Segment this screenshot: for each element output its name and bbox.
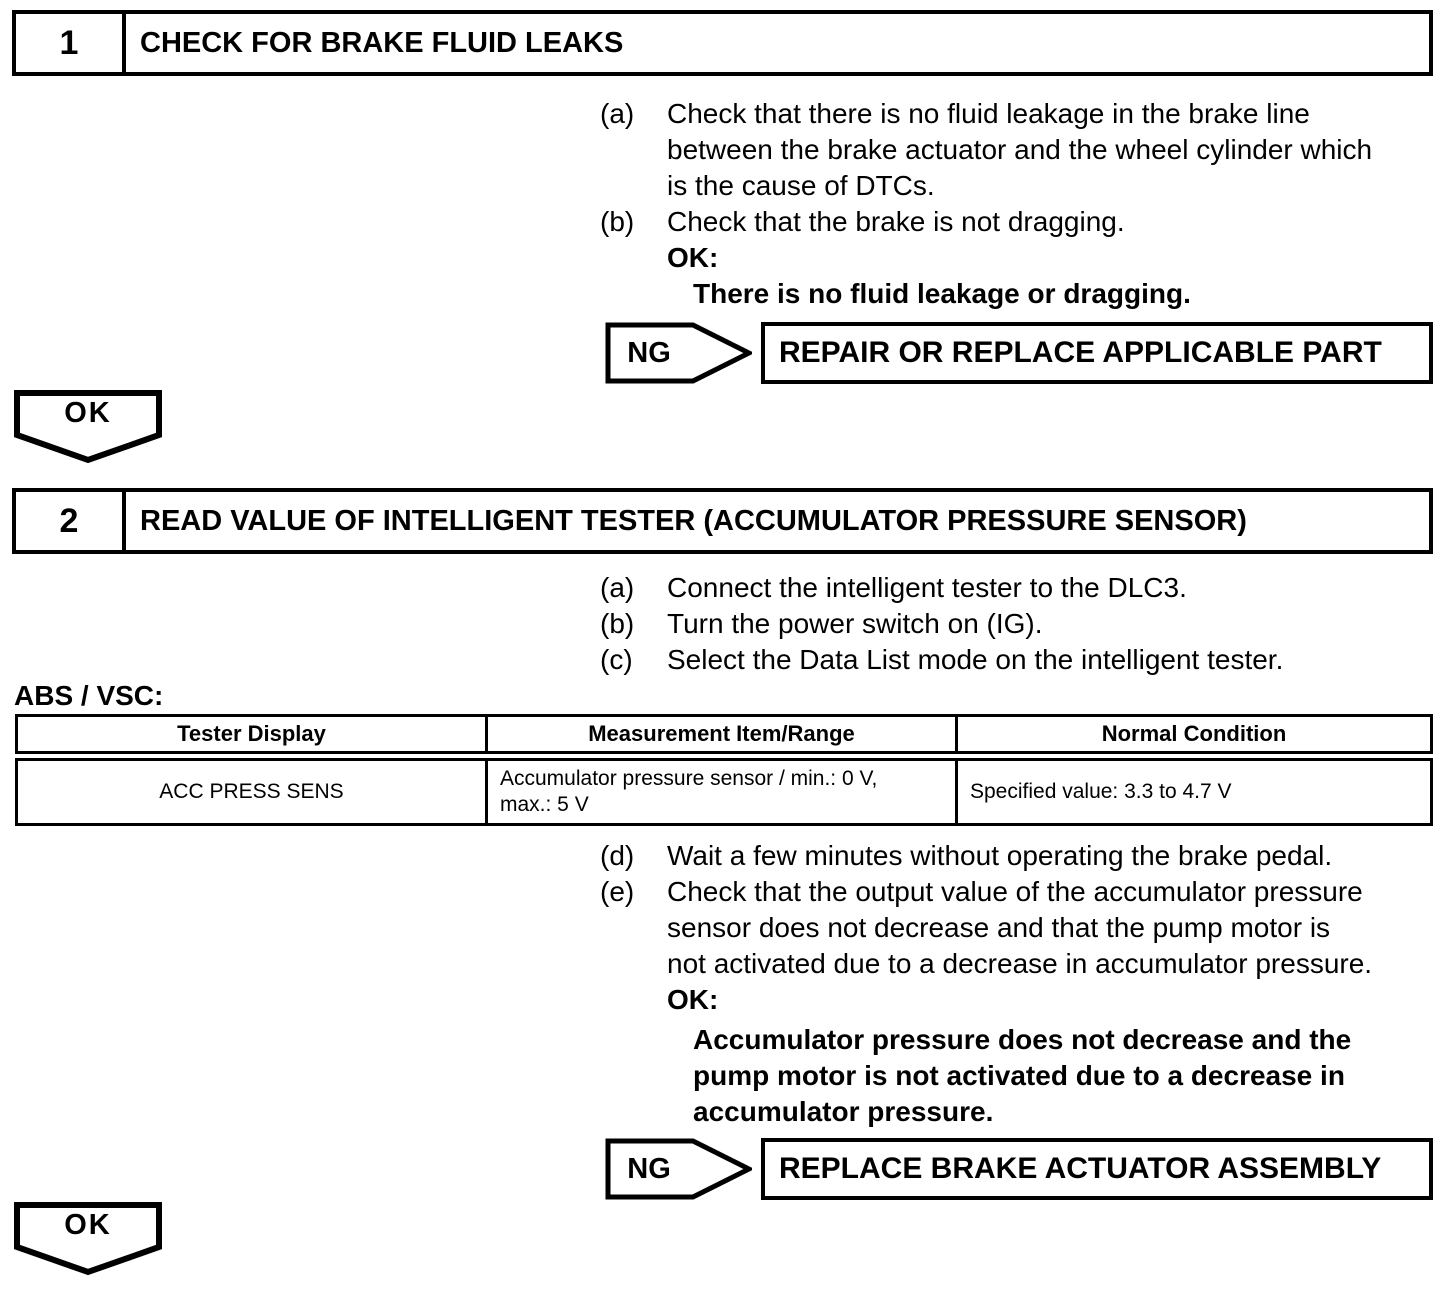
ng-arrow-label: NG: [627, 336, 671, 369]
item-marker: (a): [600, 98, 635, 129]
step1-ng-branch: NG REPAIR OR REPLACE APPLICABLE PART: [605, 322, 1433, 384]
ok-arrow-label: OK: [64, 1208, 112, 1241]
cell-tester-display: ACC PRESS SENS: [15, 754, 488, 826]
ng-pentagon-icon: [605, 322, 752, 384]
step2-number: 2: [16, 492, 126, 550]
ng-action-box: REPLACE BRAKE ACTUATOR ASSEMBLY: [761, 1138, 1433, 1200]
item-marker: (b): [600, 608, 635, 639]
spec-table: Tester Display Measurement Item/Range No…: [15, 714, 1433, 826]
ok-heading: OK:: [667, 984, 719, 1015]
ng-action-label: REPAIR OR REPLACE APPLICABLE PART: [779, 336, 1382, 369]
ok-condition-text: There is no fluid leakage or dragging.: [693, 278, 1191, 309]
instruction-item: (d) Wait a few minutes without operating…: [600, 838, 1445, 874]
instruction-item: (e) Check that the output value of the a…: [600, 874, 1445, 982]
instruction-item: (a) Connect the intelligent tester to th…: [600, 570, 1445, 606]
item-marker: (d): [600, 840, 635, 871]
instruction-item: (b) Turn the power switch on (IG).: [600, 606, 1445, 642]
ng-action-box: REPAIR OR REPLACE APPLICABLE PART: [761, 322, 1433, 384]
spec-table-header-row: Tester Display Measurement Item/Range No…: [15, 714, 1433, 761]
item-marker: (b): [600, 206, 635, 237]
item-text: Check that the output value of the accum…: [667, 876, 1373, 979]
ok-heading: OK:: [667, 242, 719, 273]
ng-pentagon-icon: [605, 1138, 752, 1200]
instruction-item: (c) Select the Data List mode on the int…: [600, 642, 1445, 678]
col-header-measurement: Measurement Item/Range: [485, 714, 958, 761]
item-text: Turn the power switch on (IG).: [667, 608, 1043, 639]
cell-normal-condition: Specified value: 3.3 to 4.7 V: [955, 754, 1433, 826]
spec-table-row: ACC PRESS SENS Accumulator pressure sens…: [15, 754, 1433, 826]
cell-measurement: Accumulator pressure sensor / min.: 0 V,…: [485, 754, 958, 826]
item-text: Check that the brake is not dragging.: [667, 206, 1125, 237]
item-text: Check that there is no fluid leakage in …: [667, 98, 1373, 201]
step2-title: READ VALUE OF INTELLIGENT TESTER (ACCUMU…: [140, 504, 1247, 537]
step2-ok-arrow: OK: [14, 1202, 162, 1276]
step2-instructions-post: (d) Wait a few minutes without operating…: [600, 838, 1445, 1130]
step2-instructions-pre: (a) Connect the intelligent tester to th…: [600, 570, 1445, 678]
item-text: Select the Data List mode on the intelli…: [667, 644, 1284, 675]
ng-arrow-shape: NG: [605, 1138, 752, 1200]
step1-instructions: (a) Check that there is no fluid leakage…: [600, 96, 1445, 312]
system-label: ABS / VSC:: [14, 680, 164, 711]
item-text: Connect the intelligent tester to the DL…: [667, 572, 1187, 603]
step2-header: 2 READ VALUE OF INTELLIGENT TESTER (ACCU…: [12, 488, 1433, 554]
instruction-item: (a) Check that there is no fluid leakage…: [600, 96, 1445, 204]
step1-ok-arrow: OK: [14, 390, 162, 464]
col-header-normal-condition: Normal Condition: [955, 714, 1433, 761]
ok-pentagon-icon: [14, 1202, 162, 1276]
step1-header: 1 CHECK FOR BRAKE FLUID LEAKS: [12, 10, 1433, 76]
ok-condition-text: Accumulator pressure does not decrease a…: [693, 1024, 1352, 1127]
step1-number: 1: [16, 14, 126, 72]
item-marker: (a): [600, 572, 635, 603]
ng-arrow-label: NG: [627, 1152, 671, 1185]
item-text: Wait a few minutes without operating the…: [667, 840, 1333, 871]
item-marker: (e): [600, 876, 635, 907]
step1-title: CHECK FOR BRAKE FLUID LEAKS: [140, 26, 624, 59]
ng-arrow-shape: NG: [605, 322, 752, 384]
ok-arrow-label: OK: [64, 396, 112, 429]
instruction-item: (b) Check that the brake is not dragging…: [600, 204, 1445, 240]
col-header-tester-display: Tester Display: [15, 714, 488, 761]
ok-pentagon-icon: [14, 390, 162, 464]
step2-ng-branch: NG REPLACE BRAKE ACTUATOR ASSEMBLY: [605, 1138, 1433, 1200]
ng-action-label: REPLACE BRAKE ACTUATOR ASSEMBLY: [779, 1152, 1382, 1185]
item-marker: (c): [600, 644, 633, 675]
